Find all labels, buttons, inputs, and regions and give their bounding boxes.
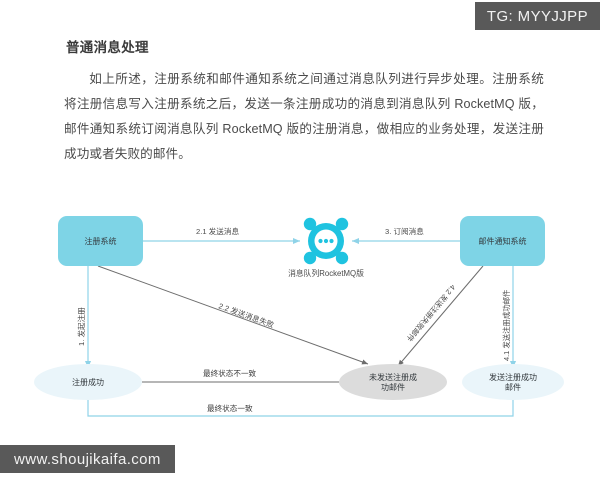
rocketmq-caption: 消息队列RocketMQ版 xyxy=(288,268,364,278)
node-label-sent-mail-line1: 发送注册成功 xyxy=(489,372,537,382)
node-label-unsent-mail-line1: 未发送注册成 xyxy=(369,372,417,382)
edge-label-2-2: 2.2 发送消息失败 xyxy=(217,300,276,329)
edge-1: 1. 发起注册 xyxy=(76,266,92,368)
node-label-register-system: 注册系统 xyxy=(85,236,117,246)
page-title: 普通消息处理 xyxy=(66,40,149,55)
watermark-bottom-left: www.shoujikaifa.com xyxy=(0,445,175,473)
edge-2-2: 2.2 发送消息失败 xyxy=(97,265,369,365)
edge-inconsistent: 最终状态不一致 xyxy=(142,368,339,383)
edge-consistent: 最终状态一致 xyxy=(87,399,514,417)
node-unsent-mail[interactable]: 未发送注册成 功邮件 xyxy=(339,364,447,400)
node-sent-mail[interactable]: 发送注册成功 邮件 xyxy=(462,364,564,400)
node-label-unsent-mail-line2: 功邮件 xyxy=(381,382,405,392)
node-mail-notify-system[interactable]: 邮件通知系统 xyxy=(460,216,545,266)
watermark-top-right: TG: MYYJJPP xyxy=(474,2,600,30)
architecture-diagram: 2.1 发送消息 3. 订阅消息 1. 发起注册 2.2 发送消息失败 4.2 … xyxy=(0,196,600,436)
edge-label-4-2: 4.2 发送注册失败邮件 xyxy=(404,283,457,344)
edge-2-1: 2.1 发送消息 xyxy=(142,226,300,245)
rocketmq-icon xyxy=(303,217,349,265)
article-block: 普通消息处理 如上所述，注册系统和邮件通知系统之间通过消息队列进行异步处理。注册… xyxy=(64,36,544,167)
edge-3: 3. 订阅消息 xyxy=(352,226,460,245)
node-label-mail-notify-system: 邮件通知系统 xyxy=(479,236,527,246)
node-label-register-success: 注册成功 xyxy=(72,377,104,387)
edge-label-4-1: 4.1 发送注册成功邮件 xyxy=(502,289,511,361)
node-register-success[interactable]: 注册成功 xyxy=(34,364,142,400)
edge-label-1: 1. 发起注册 xyxy=(76,307,86,346)
edge-label-consistent: 最终状态一致 xyxy=(207,403,253,413)
article-paragraph: 如上所述，注册系统和邮件通知系统之间通过消息队列进行异步处理。注册系统将注册信息… xyxy=(64,72,544,161)
node-label-sent-mail-line2: 邮件 xyxy=(505,382,521,392)
edge-label-inconsistent: 最终状态不一致 xyxy=(203,368,257,378)
node-register-system[interactable]: 注册系统 xyxy=(58,216,143,266)
edge-4-2: 4.2 发送注册失败邮件 xyxy=(397,265,484,367)
edge-4-1: 4.1 发送注册成功邮件 xyxy=(502,266,517,368)
edge-label-3: 3. 订阅消息 xyxy=(385,226,424,236)
edge-label-2-1: 2.1 发送消息 xyxy=(196,226,239,236)
